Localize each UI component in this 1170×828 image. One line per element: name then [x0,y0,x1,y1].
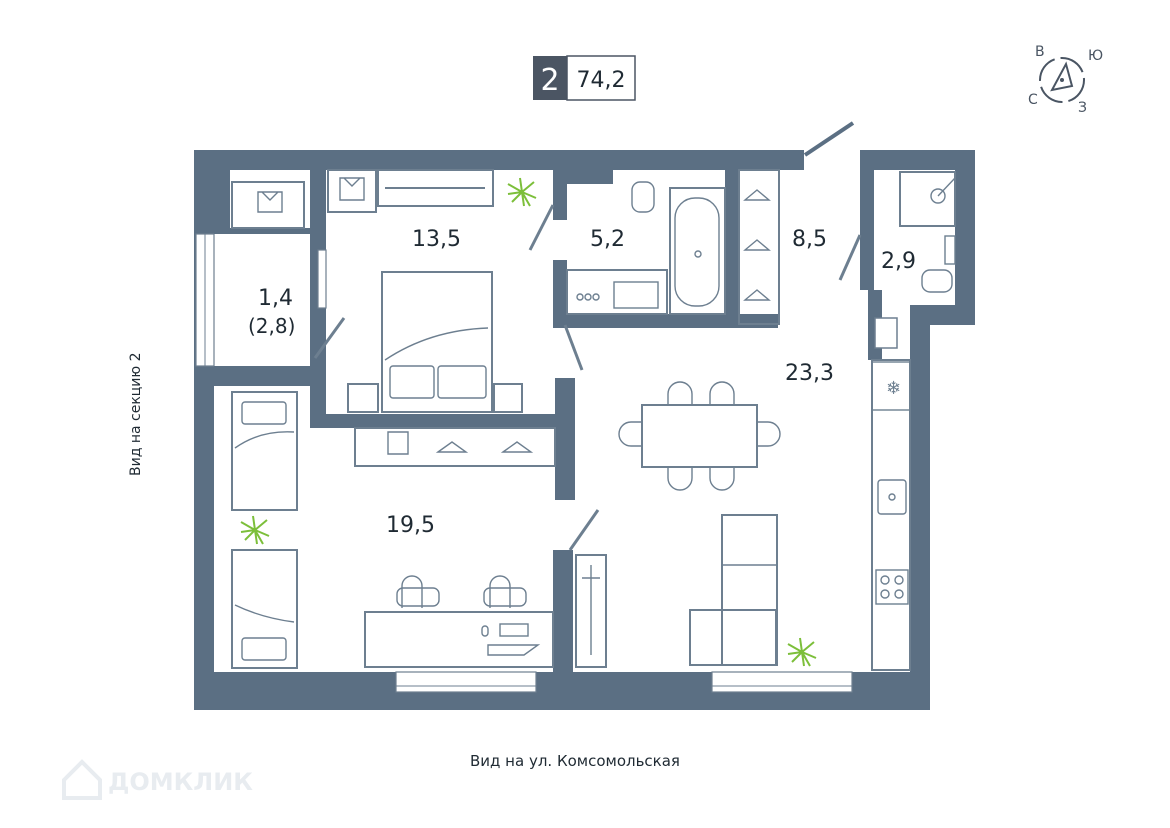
wc-door [838,234,862,281]
area-box [566,55,636,101]
room-area-kids: 19,5 [386,513,435,538]
compass-dot [1060,78,1064,82]
room-area-living: 23,3 [785,361,834,386]
plant-icon [507,177,537,207]
living-door [563,324,584,371]
compass-label-s: З [1078,100,1087,116]
living-furniture: ❄ [575,359,911,671]
watermark-house-icon [62,759,102,800]
compass-arrow-icon [1050,61,1074,92]
bedroom-furniture [327,169,556,467]
compass-label-e: Ю [1088,48,1103,64]
doors [313,121,862,551]
kids-furniture [231,391,554,669]
room-labels: 13,5 5,2 8,5 2,9 1,4 (2,8) 23,3 19,5 [248,227,916,538]
balcony-wardrobe [231,181,305,229]
kids-door [568,509,600,551]
room-area-bathroom: 5,2 [590,227,625,252]
fridge-icon: ❄ [886,378,901,399]
hall-wardrobe [738,169,780,325]
rooms-count-box [533,56,567,100]
room-area-balcony-full: (2,8) [248,314,295,338]
rooms-count: 2 [540,63,559,98]
compass: В Ю С З [1028,44,1103,116]
room-area-balcony: 1,4 [258,286,293,311]
walls [194,150,975,710]
room-area-bedroom: 13,5 [412,227,461,252]
total-area: 74,2 [577,68,626,93]
room-area-wc: 2,9 [881,249,916,274]
compass-label-w: С [1028,92,1038,108]
bathroom-furniture [566,181,726,315]
compass-label-n: В [1035,44,1045,60]
room-area-hall: 8,5 [792,227,827,252]
balcony-door [313,317,346,359]
entrance-door [803,121,855,157]
area-badge: 2 74,2 [533,55,636,101]
view-caption-bottom: Вид на ул. Комсомольская [470,752,680,770]
wc-furniture [899,171,956,293]
watermark-text: ДОМКЛИК [108,768,253,796]
plant-icon [787,637,817,667]
watermark: ДОМКЛИК [62,759,253,800]
compass-ring [1039,57,1085,103]
plants [240,177,817,667]
bathroom-door [528,204,555,251]
view-caption-left: Вид на секцию 2 [128,352,144,476]
plant-icon [240,515,270,545]
